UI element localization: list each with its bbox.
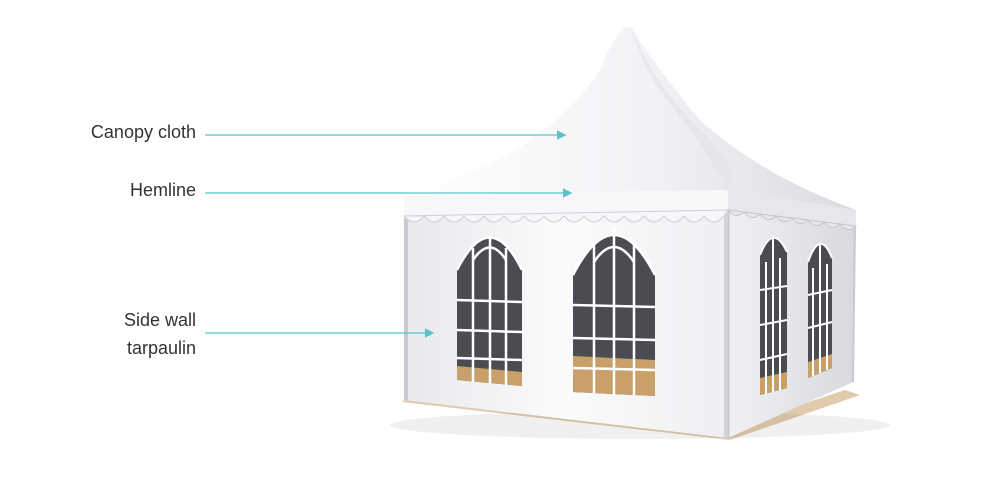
front-window-center [571, 228, 657, 396]
front-window-left [455, 236, 524, 386]
labels: Canopy cloth Hemline Side wall tarpaulin [91, 122, 196, 358]
canopy-roof [404, 26, 856, 226]
side-window-2 [807, 243, 833, 378]
hemline-scallops [402, 209, 858, 230]
side-window-1 [759, 236, 788, 395]
side-wall-right [726, 205, 856, 438]
hemline-label: Hemline [130, 180, 196, 200]
leader-lines [205, 130, 573, 338]
side-wall-label-line2: tarpaulin [127, 338, 196, 358]
canopy-cloth-label: Canopy cloth [91, 122, 196, 142]
front-wall [404, 205, 728, 438]
side-wall-label-line1: Side wall [124, 310, 196, 330]
